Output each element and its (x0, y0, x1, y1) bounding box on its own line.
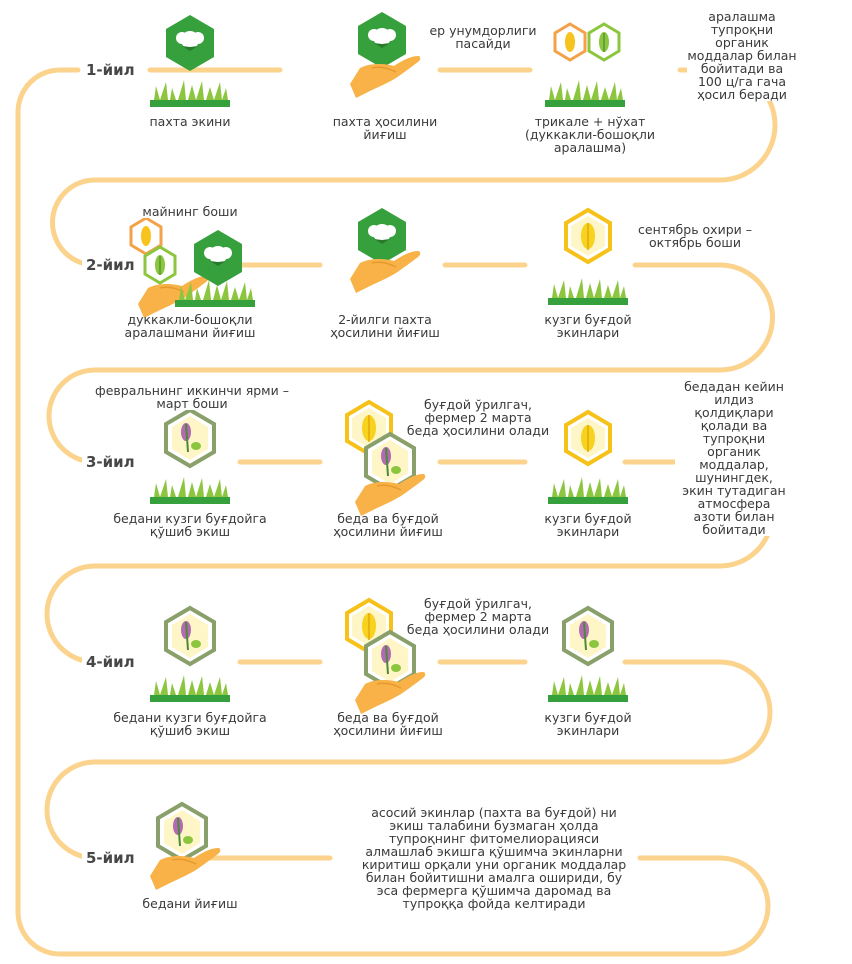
year-label: 5-йил (82, 849, 139, 867)
step-label: 2-йилги пахта ҳосилини йиғиш (330, 312, 440, 340)
rotation-path (15, 67, 778, 957)
step-label: кузги буғдой экинлари (544, 312, 632, 340)
cotton-harvest-icon (358, 12, 406, 68)
step-label: бедани кузги буғдойга қўшиб экиш (113, 511, 267, 539)
wheat-icon (564, 410, 612, 466)
grass-icon (150, 477, 230, 504)
annotation: буғдой ўрилгач, фермер 2 марта беда ҳоси… (406, 397, 550, 438)
step-label: беда ва буғдой ҳосилини йиғиш (333, 511, 443, 539)
annotation: ер унумдорлиги пасайди (429, 23, 537, 51)
step-label: кузги буғдой экинлари (544, 710, 632, 738)
step-label: пахта ҳосилини йиғиш (332, 114, 438, 142)
wheat-icon (553, 22, 587, 62)
year-label: 3-йил (82, 453, 139, 471)
grass-icon (545, 80, 625, 107)
step-label: пахта экини (149, 114, 231, 129)
cotton-harvest-icon (358, 208, 406, 264)
annotation: аралашма тупроқни органик моддалар билан… (687, 9, 797, 102)
alfalfa-icon (164, 606, 216, 666)
alfalfa-icon (156, 802, 208, 862)
year-label: 4-йил (82, 653, 139, 671)
alfalfa-icon (164, 408, 216, 468)
step-label: трикале + нўхат (дуккакли-бошоқли аралаш… (525, 114, 655, 155)
annotation: бедадан кейин илдиз қолдиқлари қолади ва… (675, 380, 793, 536)
annotation: майнинг боши (142, 204, 238, 219)
annotation: сентябрь охири – октябрь боши (638, 222, 752, 250)
annotation: асосий экинлар (пахта ва буғдой) ни экиш… (361, 805, 627, 911)
grass-icon (150, 675, 230, 702)
step-label: бедани кузги буғдойга қўшиб экиш (113, 710, 267, 738)
year-label: 2-йил (82, 256, 139, 274)
grass-icon (548, 477, 628, 504)
step-label: кузги буғдой экинлари (544, 511, 632, 539)
alfalfa-icon (562, 606, 614, 666)
year-label: 1-йил (82, 61, 139, 79)
step-label: дуккакли-бошоқли аралашмани йиғиш (124, 312, 256, 340)
grass-icon (548, 675, 628, 702)
step-label: бедани йиғиш (142, 896, 238, 911)
grass-icon (548, 278, 628, 305)
grass-icon (150, 80, 230, 107)
pea-icon (587, 22, 621, 62)
annotation: февральнинг иккинчи ярми – март боши (95, 383, 289, 411)
pea-icon (143, 245, 177, 285)
step-label: беда ва буғдой ҳосилини йиғиш (333, 710, 443, 738)
annotation: буғдой ўрилгач, фермер 2 марта беда ҳоси… (406, 596, 550, 637)
wheat-icon (564, 208, 612, 264)
cotton-sowing-icon (166, 15, 214, 71)
